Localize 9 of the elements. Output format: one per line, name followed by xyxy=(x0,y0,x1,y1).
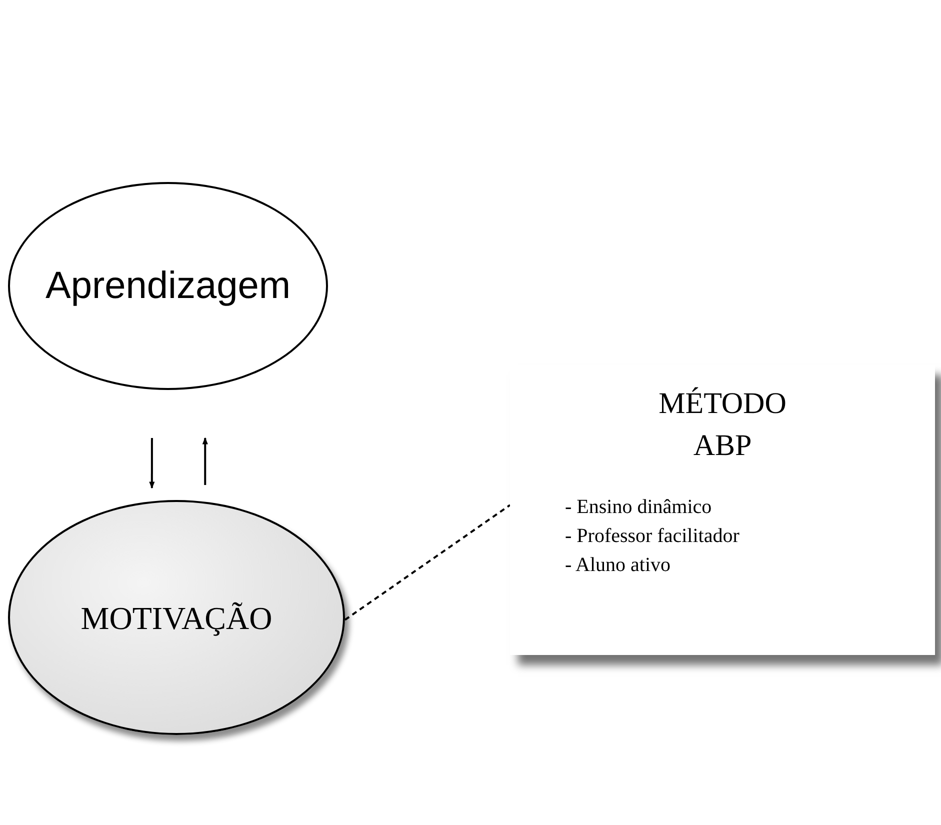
list-item: - Aluno ativo xyxy=(565,553,671,578)
card-heading: MÉTODO ABP xyxy=(658,386,788,464)
list-item: - Professor facilitador xyxy=(565,524,740,549)
arrow xyxy=(202,437,208,485)
arrow xyxy=(149,438,155,489)
node-label: MOTIVAÇÃO xyxy=(80,598,272,638)
list-item: - Ensino dinâmico xyxy=(565,495,712,520)
node-label: Aprendizagem xyxy=(45,264,291,308)
connector-line xyxy=(344,504,511,621)
